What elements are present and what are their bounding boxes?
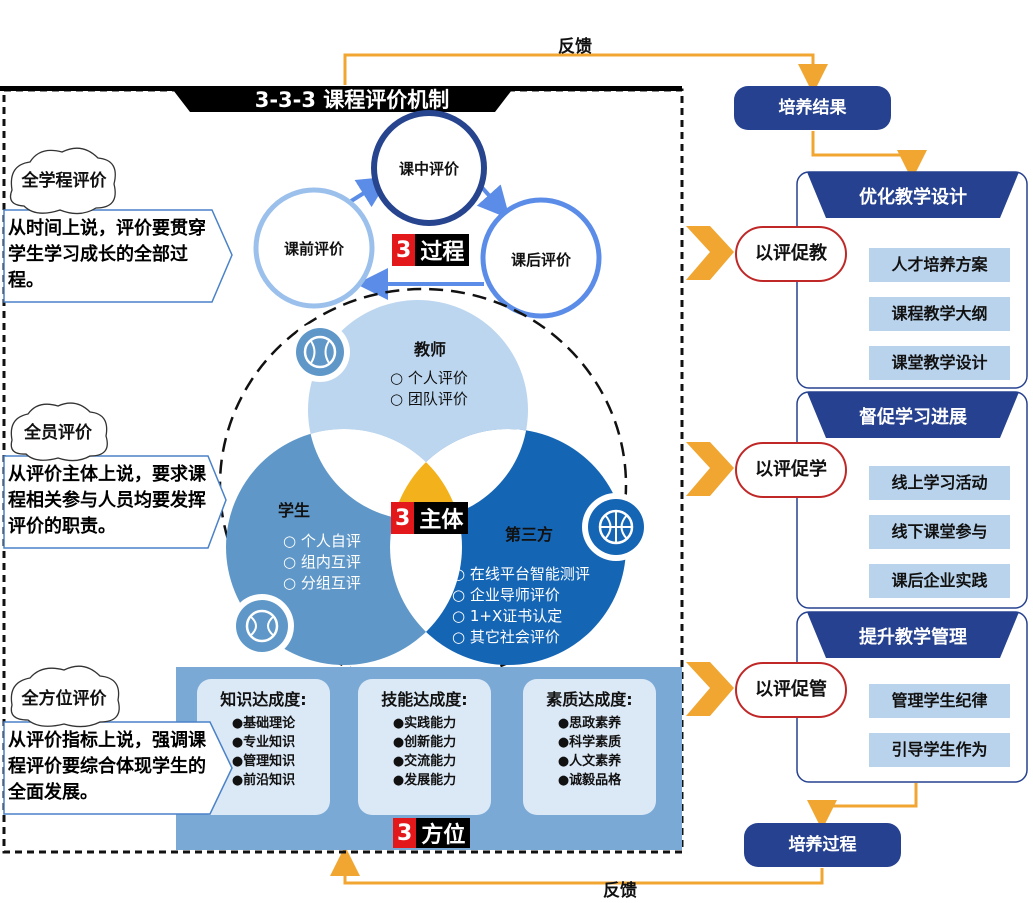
tennis-ball-icon	[230, 594, 294, 658]
cloud-tag-full-process: 全学程评价	[21, 171, 107, 191]
process-badge: 3 过程	[392, 234, 470, 266]
third-party-item: ○ 企业导师评价	[452, 586, 560, 604]
post-class-circle	[480, 197, 602, 319]
dimension-item: ●专业知识	[231, 735, 296, 750]
basketball-icon	[582, 493, 650, 561]
cloud-tag-all-staff: 全员评价	[24, 423, 92, 443]
dimension-card-title: 素质达成度:	[546, 690, 633, 709]
dimension-item: ●交流能力	[392, 754, 457, 769]
teacher-items: ○ 个人评价 ○ 团队评价	[390, 368, 468, 410]
mid-class-label: 课中评价	[398, 160, 459, 178]
third-party-items: ○ 在线平台智能测评 ○ 企业导师评价 ○ 1+X证书认定 ○ 其它社会评价	[452, 564, 590, 648]
feedback-top-line	[343, 53, 828, 94]
dimension-card-knowledge: 知识达成度: ●基础理论 ●专业知识 ●管理知识 ●前沿知识	[197, 686, 330, 790]
teacher-item: ○ 个人评价	[390, 369, 468, 387]
baseball-icon	[290, 322, 350, 382]
group-item: 课后企业实践	[869, 564, 1010, 598]
group-item: 课程教学大纲	[869, 297, 1010, 331]
dimension-card-skill: 技能达成度: ●实践能力 ●创新能力 ●交流能力 ●发展能力	[358, 686, 491, 790]
dimension-item: ●发展能力	[392, 773, 457, 788]
dimension-item: ●实践能力	[392, 716, 457, 731]
student-item: ○ 个人自评	[283, 532, 361, 550]
feedback-bottom-line	[330, 846, 824, 885]
third-party-item: ○ 在线平台智能测评	[452, 565, 590, 583]
third-party-title: 第三方	[505, 525, 554, 544]
student-item: ○ 组内互评	[283, 553, 361, 571]
group-banner-teaching: 优化教学设计	[859, 187, 967, 208]
dimension-item: ●创新能力	[392, 735, 457, 750]
oval-promote-teaching: 以评促教	[735, 226, 847, 282]
group-item: 引导学生作为	[869, 733, 1010, 767]
callout-shape-2	[3, 455, 227, 549]
process-badge-word: 过程	[420, 240, 465, 265]
result-to-groups-line	[811, 131, 927, 180]
feedback-top-label: 反馈	[558, 37, 592, 57]
callout-text-subject: 从评价主体上说，要求课程相关参与人员均要发挥评价的职责。	[8, 464, 206, 537]
dimension-item: ●科学素质	[557, 735, 622, 750]
group-item: 线上学习活动	[869, 466, 1010, 500]
main-title: 3-3-3 课程评价机制	[254, 88, 450, 112]
oval-promote-learning: 以评促学	[735, 442, 847, 498]
dimension-badge: 3 方位	[393, 818, 471, 848]
callout-shape-3	[3, 721, 233, 815]
dimension-item: ●前沿知识	[231, 773, 296, 788]
dimension-item: ●人文素养	[557, 754, 622, 769]
post-class-label: 课后评价	[510, 251, 571, 269]
result-pill: 培养结果	[734, 86, 891, 130]
teacher-item: ○ 团队评价	[390, 390, 468, 408]
chevron-icon-2	[686, 442, 734, 496]
group-item: 人才培养方案	[869, 248, 1010, 282]
chevron-icon-3	[686, 662, 734, 716]
process-pill: 培养过程	[744, 823, 901, 867]
dimension-item: ●管理知识	[231, 754, 296, 769]
cloud-tag-all-aspect: 全方位评价	[21, 689, 107, 709]
dimension-card-title: 技能达成度:	[381, 690, 468, 709]
process-badge-num: 3	[392, 234, 416, 266]
group-item: 管理学生纪律	[869, 684, 1010, 718]
dimension-badge-word: 方位	[421, 823, 466, 848]
pre-class-circle	[253, 187, 375, 309]
student-item: ○ 分组互评	[283, 574, 361, 592]
group-banner-management: 提升教学管理	[859, 627, 967, 648]
pre-class-label: 课前评价	[283, 240, 344, 258]
groups-to-process-line	[807, 783, 918, 830]
callout-text-indicator: 从评价指标上说，强调课程评价要综合体现学生的全面发展。	[8, 730, 206, 803]
third-party-item: ○ 1+X证书认定	[452, 607, 563, 625]
dimension-badge-num: 3	[393, 818, 417, 848]
student-items: ○ 个人自评 ○ 组内互评 ○ 分组互评	[283, 531, 361, 594]
third-party-item: ○ 其它社会评价	[452, 628, 560, 646]
chevron-icon-1	[686, 226, 734, 280]
subject-badge: 3 主体	[391, 502, 469, 534]
mid-class-circle	[371, 110, 487, 226]
subject-badge-word: 主体	[419, 508, 464, 533]
group-item: 线下课堂参与	[869, 515, 1010, 549]
subject-badge-num: 3	[391, 502, 415, 534]
feedback-bottom-label: 反馈	[603, 881, 637, 901]
dimension-item: ●基础理论	[231, 716, 296, 731]
oval-promote-management: 以评促管	[735, 662, 847, 718]
group-item: 课堂教学设计	[869, 346, 1010, 380]
dimension-card-title: 知识达成度:	[220, 690, 307, 709]
student-title: 学生	[278, 501, 311, 520]
teacher-title: 教师	[414, 340, 447, 359]
title-banner	[170, 86, 515, 112]
dimension-item: ●诚毅品格	[557, 773, 622, 788]
callout-shape-1	[3, 209, 233, 303]
dimension-item: ●思政素养	[557, 716, 622, 731]
group-banner-learning: 督促学习进展	[859, 407, 967, 428]
callout-text-time: 从时间上说，评价要贯穿学生学习成长的全部过程。	[8, 218, 206, 291]
dimension-card-quality: 素质达成度: ●思政素养 ●科学素质 ●人文素养 ●诚毅品格	[523, 686, 656, 790]
